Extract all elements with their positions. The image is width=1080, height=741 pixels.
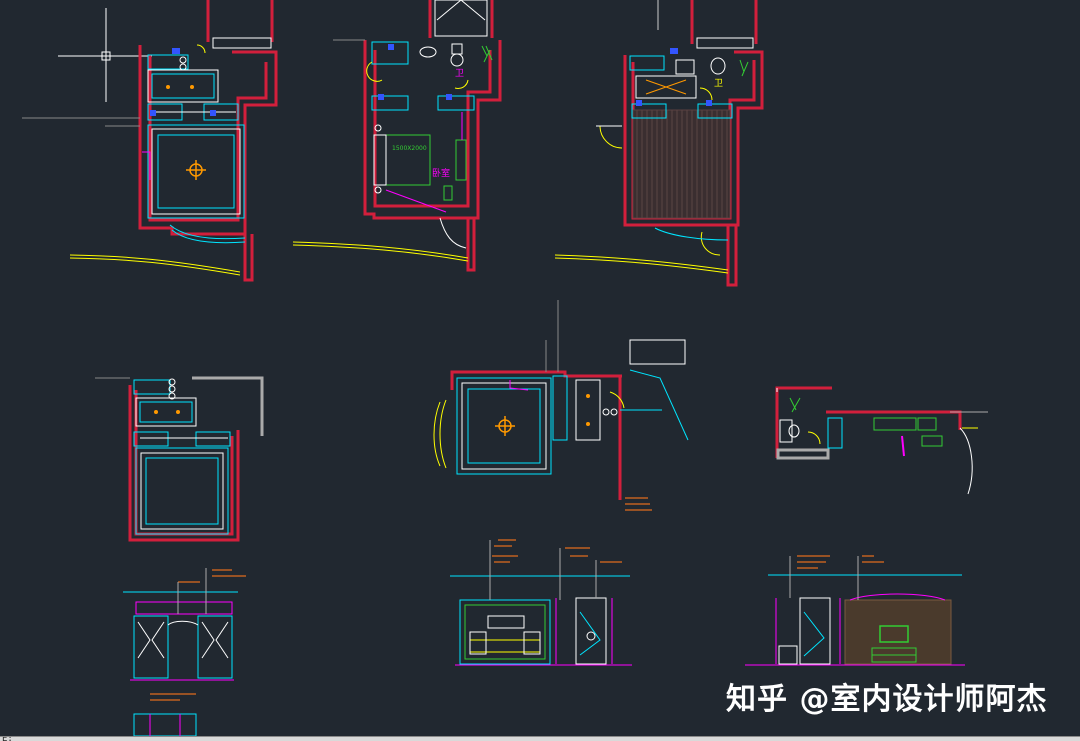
floor-plan-master-bedroom	[22, 0, 278, 282]
watermark-author: @室内设计师阿杰	[799, 682, 1048, 717]
elevation-bed-wall	[450, 539, 632, 666]
crosshair-cursor	[58, 8, 152, 102]
command-line-bar[interactable]: E:	[0, 736, 1080, 741]
command-prompt: E:	[2, 736, 13, 741]
floor-plan-wood-floor-room: 卫	[554, 0, 764, 287]
floor-plan-small-bath	[775, 386, 988, 495]
ceiling-plan-left	[95, 376, 264, 542]
second-bath-label: 卫	[714, 79, 723, 89]
bedroom-label: 卧室	[432, 167, 450, 179]
elevation-wardrobe-left	[123, 568, 246, 736]
ceiling-plan-center	[433, 300, 689, 511]
bed-size-label: 1500X2000	[392, 145, 427, 152]
zhihu-watermark: 知乎 @室内设计师阿杰	[726, 674, 1047, 718]
elevation-tv-wall	[745, 555, 965, 666]
floor-plan-bedroom-suite: 卫 1500X2000 卧室	[292, 0, 502, 272]
watermark-brand: 知乎	[726, 682, 788, 717]
bath-label: 卫	[455, 69, 464, 79]
